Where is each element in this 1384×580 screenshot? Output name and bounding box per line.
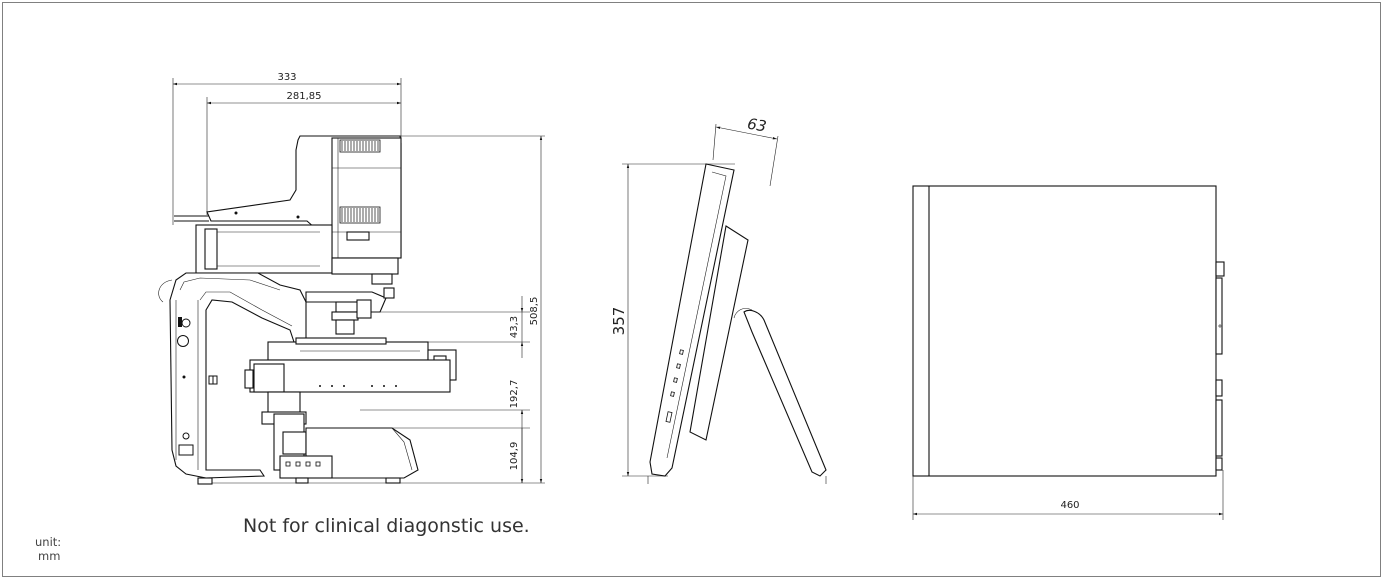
monitor-side-view — [622, 123, 827, 484]
unit-label: unit: mm — [35, 535, 61, 563]
controller-side-view — [912, 185, 1225, 520]
dim-upper-width: 281,85 — [287, 91, 322, 102]
dim-stage-height: 192,7 — [509, 380, 520, 409]
clinical-use-notice: Not for clinical diagonstic use. — [243, 515, 530, 537]
microscope-side-view — [158, 78, 545, 485]
unit-caption: unit: — [35, 535, 62, 549]
dim-monitor-depth: 63 — [746, 115, 768, 136]
monitor-dimension-labels: 357 63 — [610, 115, 768, 336]
dim-overall-width: 333 — [277, 72, 296, 83]
microscope-dimension-labels: 333 281,85 508,5 43,3 192,7 104,9 — [277, 72, 540, 470]
dim-objective-gap: 43,3 — [509, 316, 520, 338]
unit-value: mm — [38, 549, 61, 563]
dim-overall-height: 508,5 — [529, 297, 540, 326]
dim-monitor-height: 357 — [610, 307, 628, 336]
controller-dimension-labels: 460 — [1060, 500, 1079, 511]
dim-base-height: 104,9 — [509, 442, 520, 471]
dim-controller-width: 460 — [1060, 500, 1079, 511]
